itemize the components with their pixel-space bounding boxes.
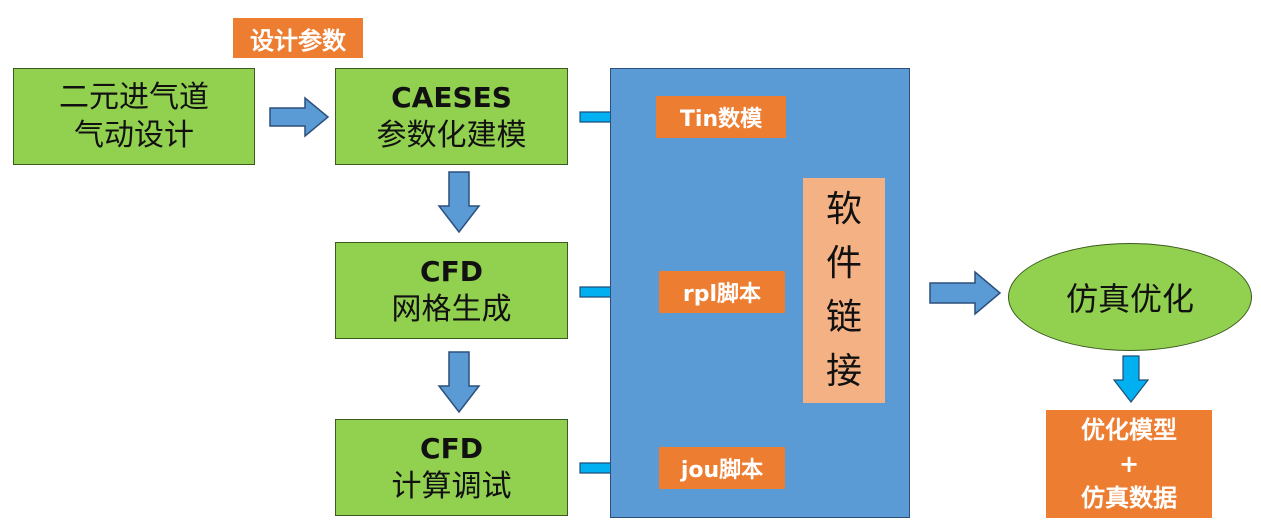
- inlet-design-line1: 二元进气道: [59, 79, 209, 115]
- cfd-calc-title: CFD: [420, 431, 483, 465]
- result-line3: 仿真数据: [1081, 484, 1177, 512]
- jou-script-text: jou脚本: [680, 458, 764, 483]
- tin-model-text: Tin数模: [679, 107, 763, 132]
- design-params-label: 设计参数: [233, 18, 363, 58]
- cfd-calc-subtitle: 计算调试: [391, 468, 512, 504]
- cfd-mesh-box: CFD 网格生成: [335, 242, 568, 339]
- rpl-script-text: rpl脚本: [682, 282, 762, 307]
- result-box: 优化模型 + 仿真数据: [1046, 410, 1212, 518]
- software-link-char-3: 链: [825, 296, 862, 338]
- cfd-mesh-title: CFD: [420, 254, 483, 288]
- arrow-caeses-to-mesh: [437, 171, 481, 234]
- result-line1: 优化模型: [1081, 416, 1177, 444]
- arrow-mesh-to-calc: [437, 351, 481, 414]
- arrow-sim-to-result: [1112, 355, 1150, 403]
- sim-optimization-text: 仿真优化: [1065, 280, 1194, 318]
- software-link-box: 软 件 链 接: [803, 178, 885, 403]
- caeses-subtitle: 参数化建模: [376, 117, 527, 153]
- rpl-script-label: rpl脚本: [659, 271, 785, 313]
- caeses-box: CAESES 参数化建模: [335, 68, 568, 165]
- software-link-char-1: 软: [825, 188, 862, 230]
- tin-model-label: Tin数模: [656, 96, 786, 138]
- software-link-char-2: 件: [825, 242, 862, 284]
- arrow-inlet-to-caeses: [269, 96, 330, 138]
- inlet-design-box: 二元进气道 气动设计: [13, 68, 255, 165]
- caeses-title: CAESES: [391, 80, 512, 114]
- result-line2: +: [1118, 450, 1140, 478]
- sim-optimization-ellipse: 仿真优化: [1008, 243, 1252, 351]
- arrow-panel-to-sim: [929, 270, 1002, 316]
- cfd-mesh-subtitle: 网格生成: [391, 291, 512, 327]
- cfd-calc-box: CFD 计算调试: [335, 419, 568, 516]
- software-link-char-4: 接: [825, 350, 862, 392]
- design-params-text: 设计参数: [250, 26, 346, 55]
- inlet-design-line2: 气动设计: [74, 117, 194, 153]
- jou-script-label: jou脚本: [659, 447, 785, 489]
